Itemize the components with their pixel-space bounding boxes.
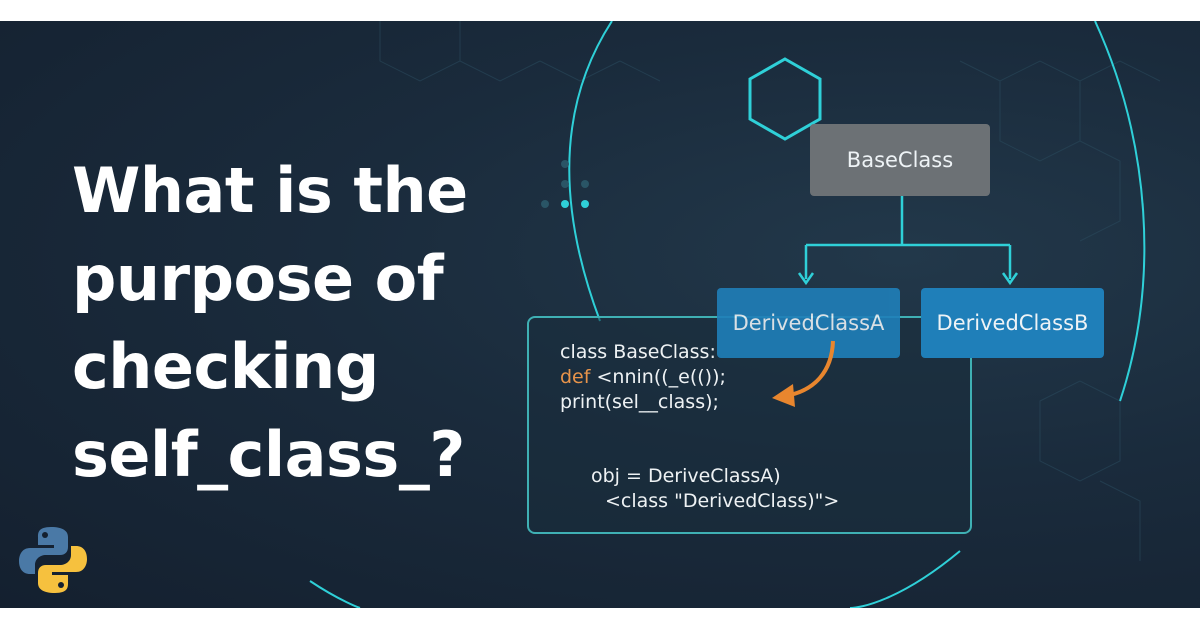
orange-arrow-icon bbox=[772, 340, 835, 407]
accent-arc bbox=[568, 21, 613, 322]
code-line: def <nnin((_e(()); bbox=[560, 365, 726, 390]
code-line: print(sel__class); bbox=[560, 391, 719, 413]
code-panel: class BaseClass: def <nnin((_e(()); prin… bbox=[527, 316, 972, 534]
dot-grid bbox=[541, 160, 589, 208]
title-line: What is the bbox=[72, 154, 468, 227]
accent-arc bbox=[1094, 21, 1146, 402]
background-decoration bbox=[309, 21, 1161, 608]
accent-arc bbox=[849, 550, 961, 608]
tree-connector bbox=[797, 196, 1019, 286]
accent-arc bbox=[309, 580, 361, 608]
python-logo-icon bbox=[19, 527, 87, 593]
title-line: self_class_? bbox=[72, 418, 465, 491]
hexagon-grid bbox=[379, 21, 1161, 561]
hexagon-icon bbox=[748, 57, 822, 141]
code-line: obj = DeriveClassA) bbox=[591, 465, 781, 487]
title-line: purpose of bbox=[72, 242, 444, 315]
base-class-box: BaseClass bbox=[810, 124, 990, 196]
derived-class-a-box: DerivedClassA bbox=[717, 288, 900, 358]
code-keyword: def bbox=[560, 366, 591, 388]
code-line: <class "DerivedClass)"> bbox=[605, 490, 840, 512]
code-line: class BaseClass: bbox=[560, 341, 716, 363]
code-text: <nnin((_e(()); bbox=[590, 366, 726, 388]
derived-class-b-box: DerivedClassB bbox=[921, 288, 1104, 358]
thumbnail-scene: What is the purpose of checking self_cla… bbox=[0, 21, 1200, 608]
page-title: What is the purpose of checking self_cla… bbox=[72, 147, 468, 499]
title-line: checking bbox=[72, 330, 379, 403]
